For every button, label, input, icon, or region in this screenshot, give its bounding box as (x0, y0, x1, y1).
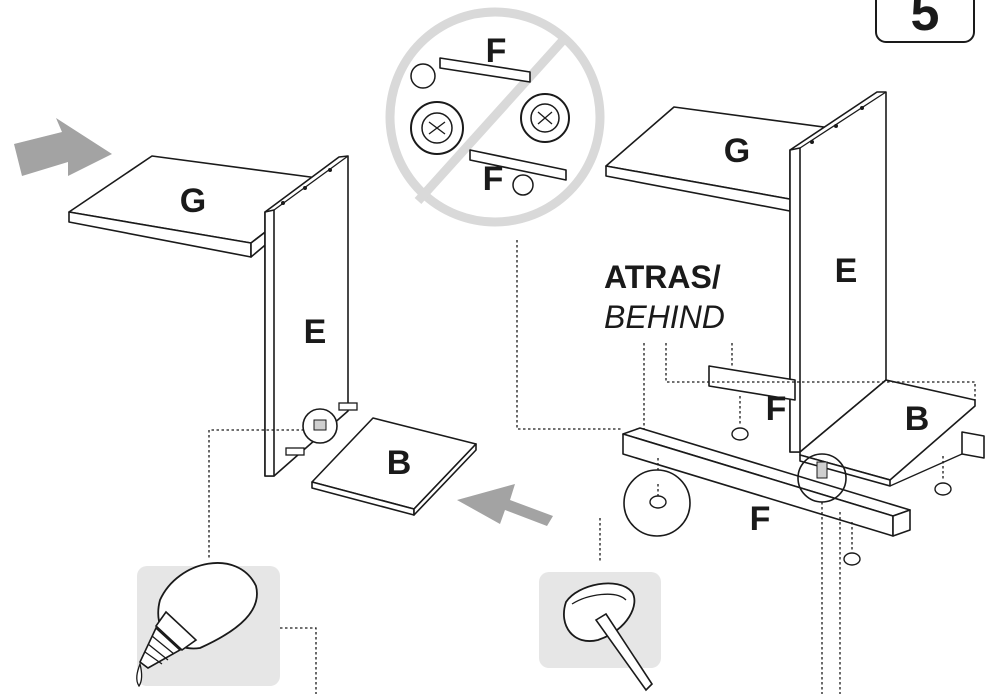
note-atras: ATRAS/ (604, 259, 721, 295)
note-behind: BEHIND (604, 299, 725, 335)
part-label-b-right: B (905, 400, 930, 438)
prohibited-circle-icon: F F (385, 7, 605, 227)
rail-f-back: F (708, 365, 796, 428)
cam-lock-icon (410, 63, 570, 196)
part-label-f-lower: F (483, 160, 504, 198)
push-arrow-icon (14, 118, 112, 176)
push-arrow-icon-b (457, 484, 553, 526)
part-label-e-right: E (835, 252, 858, 290)
step-number-box: 5 (875, 0, 975, 43)
step-number: 5 (911, 0, 940, 42)
panel-e-left: E (264, 155, 349, 477)
panel-b-left: B (311, 417, 477, 516)
part-label-f-back: F (766, 390, 787, 428)
part-label-g-left: G (180, 182, 206, 220)
part-label-g-right: G (724, 132, 750, 170)
rail-f-front: F (622, 427, 911, 538)
glue-bottle-icon (136, 562, 258, 688)
panel-e-right: E (789, 91, 887, 453)
part-label-b-left: B (387, 444, 412, 482)
dowel-pins (285, 402, 358, 456)
glue-tool-box (136, 562, 280, 688)
rubber-mallet-icon (563, 582, 654, 692)
mallet-tool-box (539, 572, 661, 692)
part-label-f-upper: F (486, 32, 507, 70)
part-label-e-left: E (304, 313, 327, 351)
part-label-f-front: F (750, 500, 771, 538)
